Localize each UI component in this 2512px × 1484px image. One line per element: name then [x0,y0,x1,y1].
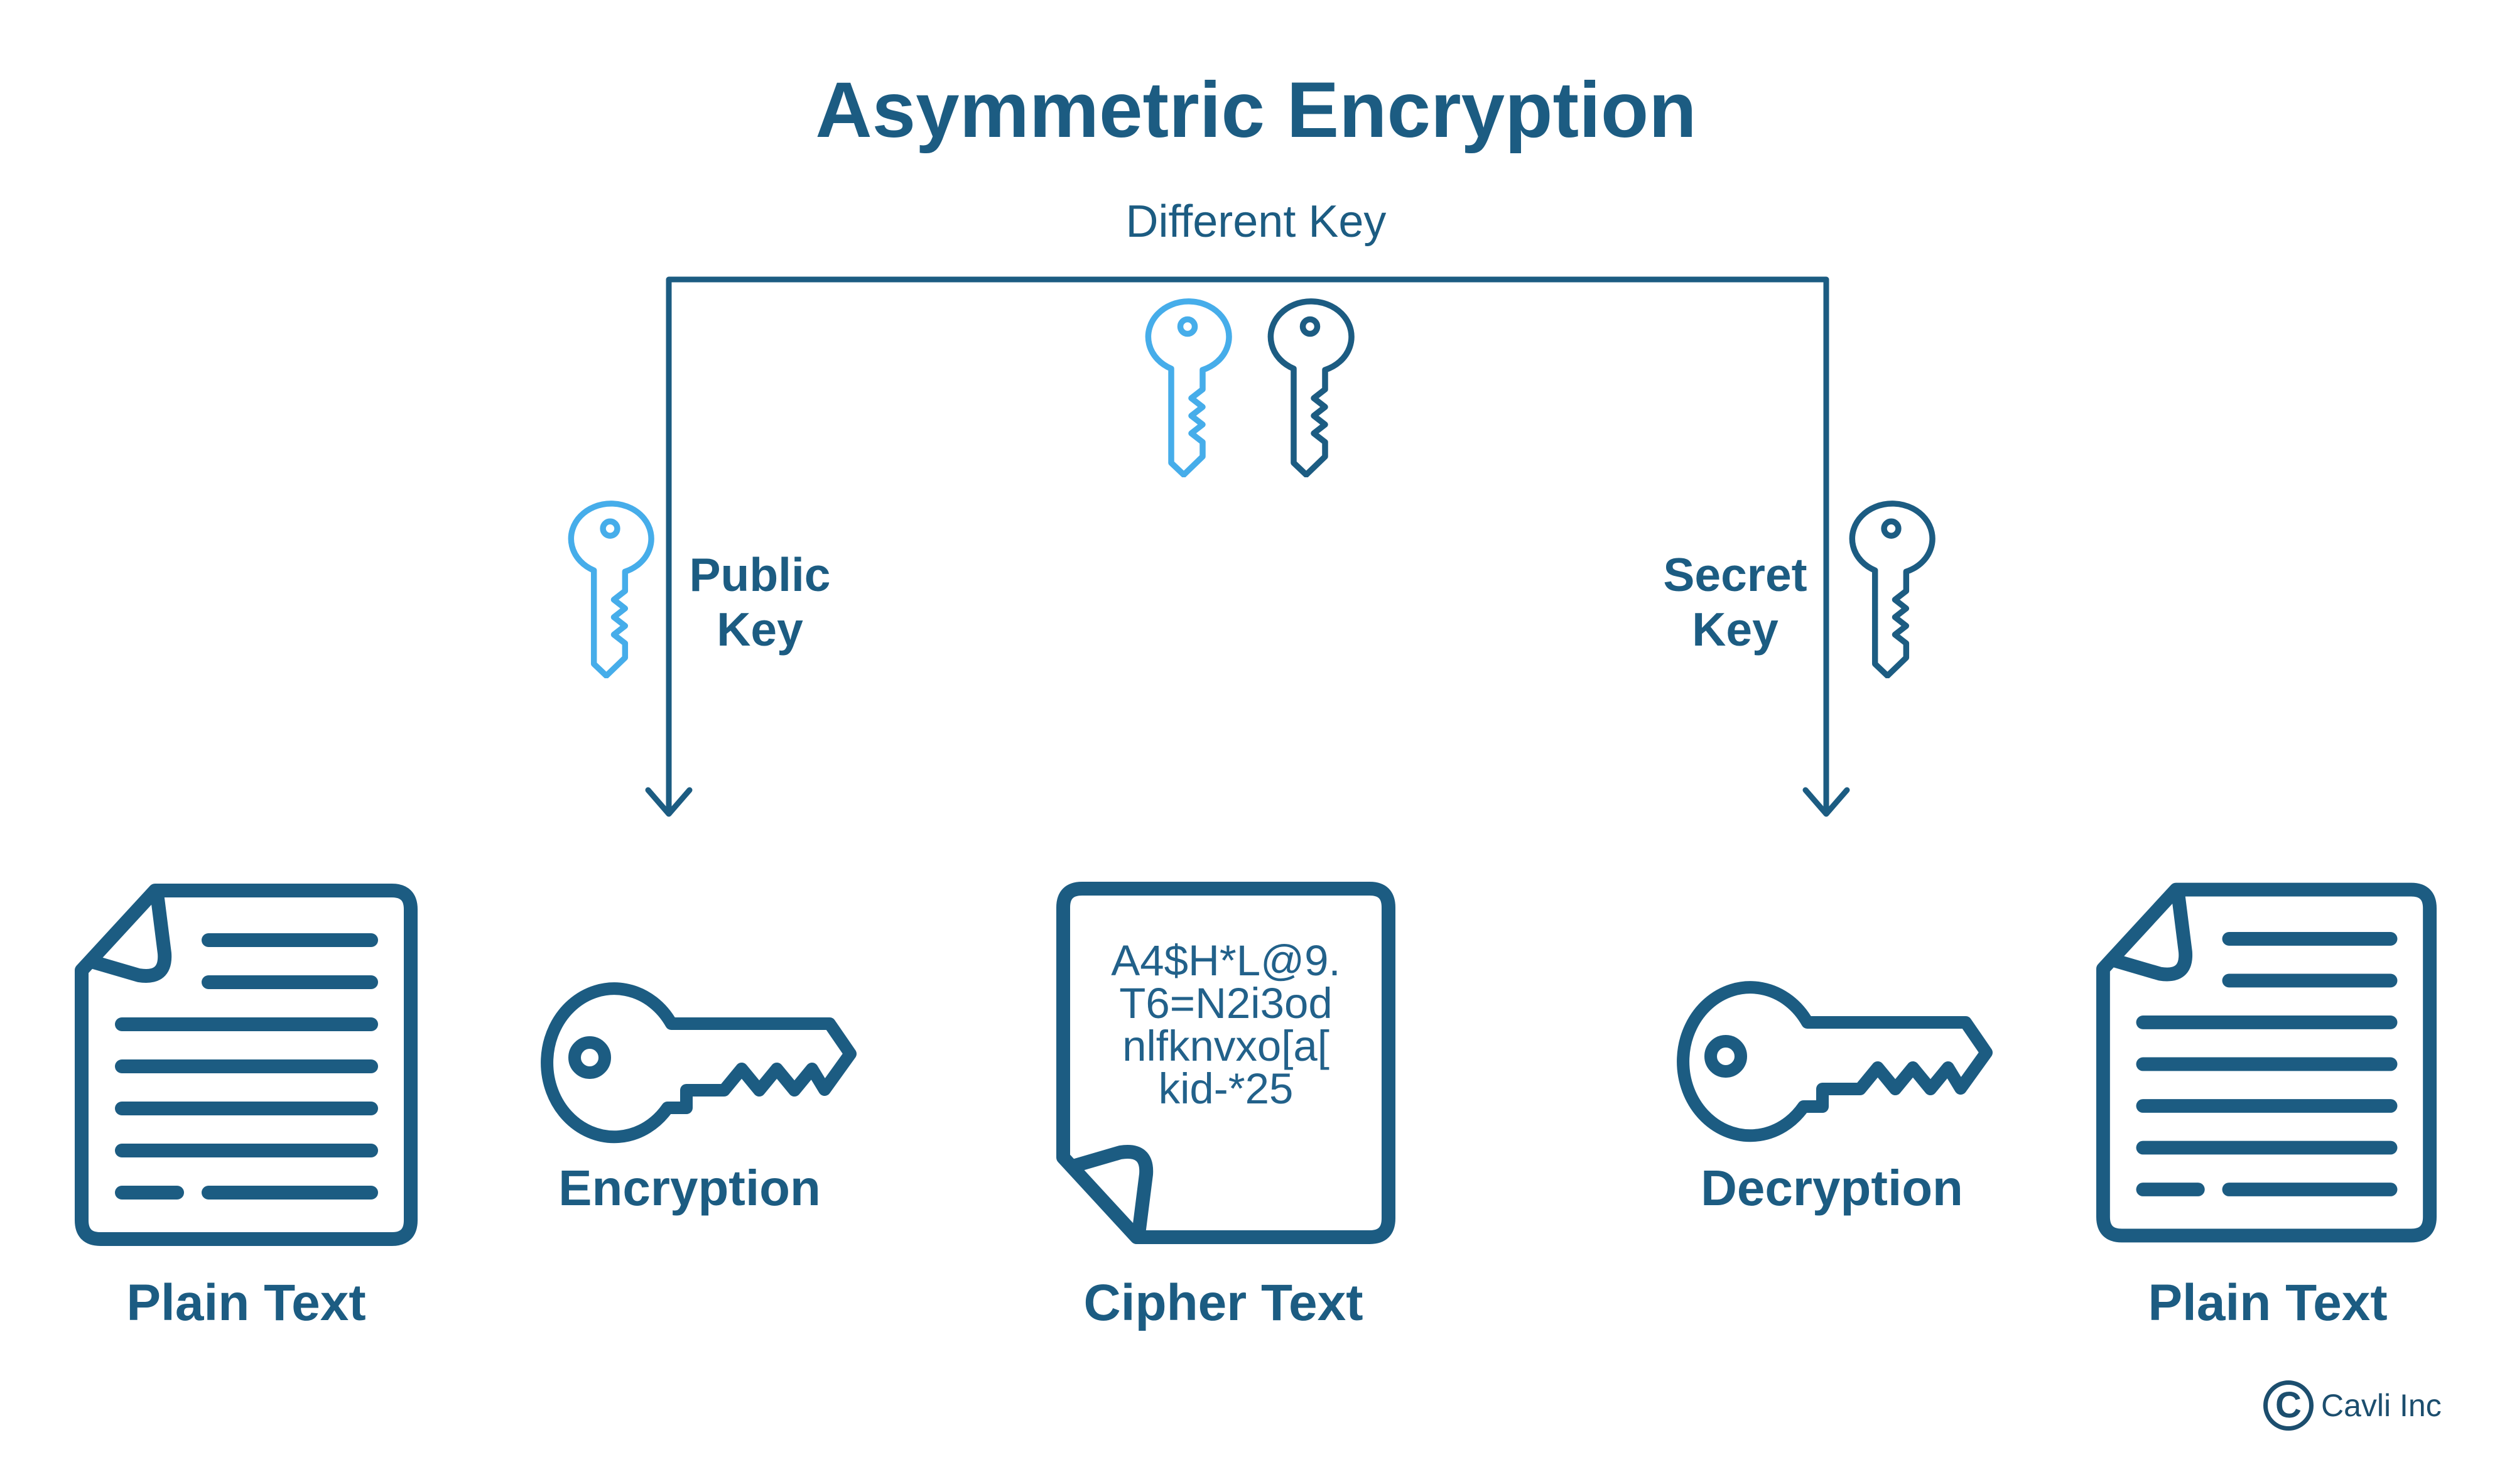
cipher-line: A4$H*L@9. [1111,936,1341,985]
public-key-icon [571,504,651,676]
cipher-line: kid-*25 [1158,1064,1294,1113]
brand-logo: C Cavli Inc [2263,1380,2442,1431]
arrow-down-icon [645,787,693,817]
company-name: Cavli Inc [2321,1388,2442,1423]
arrow-down-icon [1802,787,1850,817]
secret-key-label-line1: Secret [1663,548,1807,601]
plain-text-document-icon [2103,890,2430,1236]
cipher-line: T6=N2i3od [1119,979,1333,1027]
secret-key-icon [1852,504,1932,676]
secret-key-label-line2: Key [1692,603,1778,656]
secret-key-label: Secret Key [1663,548,1807,657]
page-title: Asymmetric Encryption [815,67,1697,154]
public-key-icon [1148,301,1229,475]
circle-c-logo-icon: C [2263,1380,2314,1431]
cipher-line: nlfknvxo[a[ [1122,1022,1329,1070]
cipher-text-content: A4$H*L@9. T6=N2i3od nlfknvxo[a[ kid-*25 [1063,936,1389,1113]
different-key-bracket-arrows [645,276,1850,817]
plain-text-document-icon [82,891,411,1239]
different-key-caption: Different Key [1125,197,1387,247]
decryption-key-icon [1683,987,1986,1135]
decryption-label: Decryption [1701,1160,1963,1216]
secret-key-icon [1270,301,1351,475]
encryption-label: Encryption [558,1160,821,1216]
cipher-text-label: Cipher Text [1083,1274,1363,1331]
public-key-label: Public Key [689,548,830,657]
public-key-label-line1: Public [689,548,831,601]
plain-text-label-right: Plain Text [2148,1274,2388,1331]
public-key-label-line2: Key [717,603,803,656]
encryption-key-icon [547,988,850,1137]
plain-text-label-left: Plain Text [126,1274,366,1331]
